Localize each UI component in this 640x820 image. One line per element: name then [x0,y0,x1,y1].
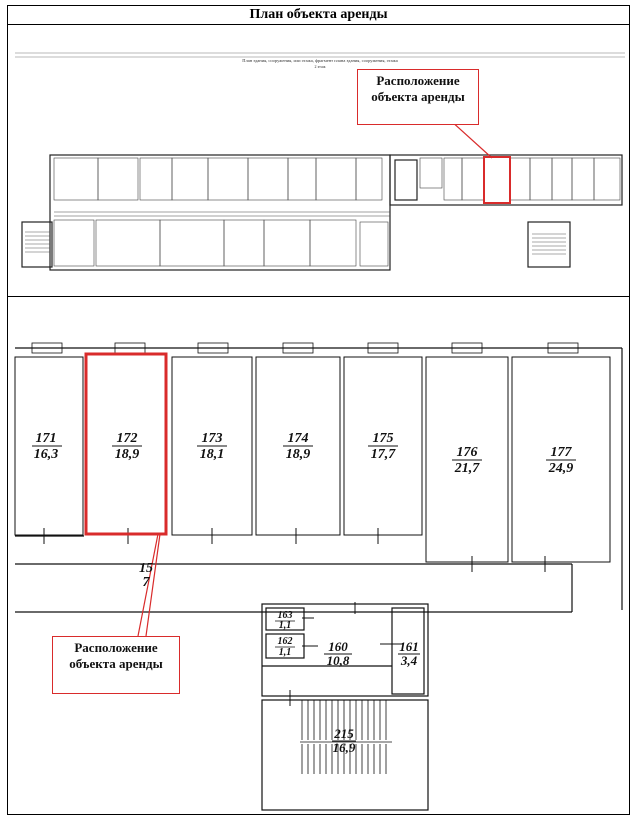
detail-callout-pointer-a [137,533,159,637]
room-160-number: 160 [328,639,348,654]
room-160-area: 10,8 [327,653,350,668]
overview-callout-text: Расположение объекта аренды [371,73,465,104]
overview-highlight-room [483,156,511,204]
detail-walls [15,347,623,811]
overview-building-outline [21,154,623,271]
room-162-area: 1,1 [279,647,292,658]
room-172-area: 18,9 [115,447,140,462]
room-173-number: 173 [202,431,223,446]
room-171-area: 16,3 [34,447,59,462]
overview-bottom-rooms [53,219,389,267]
detail-door-marks [43,528,546,706]
detail-rooms [14,356,611,563]
detail-callout: Расположение объекта аренды [52,636,180,694]
overview-callout: Расположение объекта аренды [357,69,479,125]
overview-header-text: План здания, сооружения, или этажа, фраг… [242,58,397,64]
overview-stair-hatching [25,231,566,255]
overview-top-rooms [53,157,621,201]
page-title: План объекта аренды [7,5,630,25]
room-161-area: 3,4 [400,653,418,668]
corridor-number: 15 [139,561,153,576]
room-172-highlight [84,352,168,536]
section-divider [7,296,630,297]
room-172-number: 172 [117,431,138,446]
room-174-number: 174 [288,431,309,446]
overview-callout-pointer [449,119,493,159]
room-174-area: 18,9 [286,447,311,462]
room-175-number: 175 [373,431,394,446]
room-176-area: 21,7 [454,461,481,476]
room-173-area: 18,1 [200,447,225,462]
room-162-number: 162 [278,636,293,647]
overview-floor-text: 2 этаж [314,64,325,69]
room-labels: 171 16,3 172 18,9 173 18,1 174 18,9 175 … [32,431,576,755]
room-175-area: 17,7 [371,447,397,462]
corridor-area: 7 [143,575,151,590]
room-176-number: 176 [457,445,478,460]
room-177-number: 177 [551,445,573,460]
detail-stair-hatching [300,700,392,774]
room-171-number: 171 [36,431,57,446]
room-177-area: 24,9 [548,461,574,476]
detail-callout-pointer-b [145,533,161,637]
document-frame [7,5,630,815]
room-215-number: 215 [333,726,354,741]
room-163-number: 163 [278,610,293,621]
room-161-number: 161 [399,639,419,654]
room-215-area: 16,9 [333,740,356,755]
detail-callout-text: Расположение объекта аренды [69,640,163,671]
room-163-area: 1,1 [279,620,292,631]
